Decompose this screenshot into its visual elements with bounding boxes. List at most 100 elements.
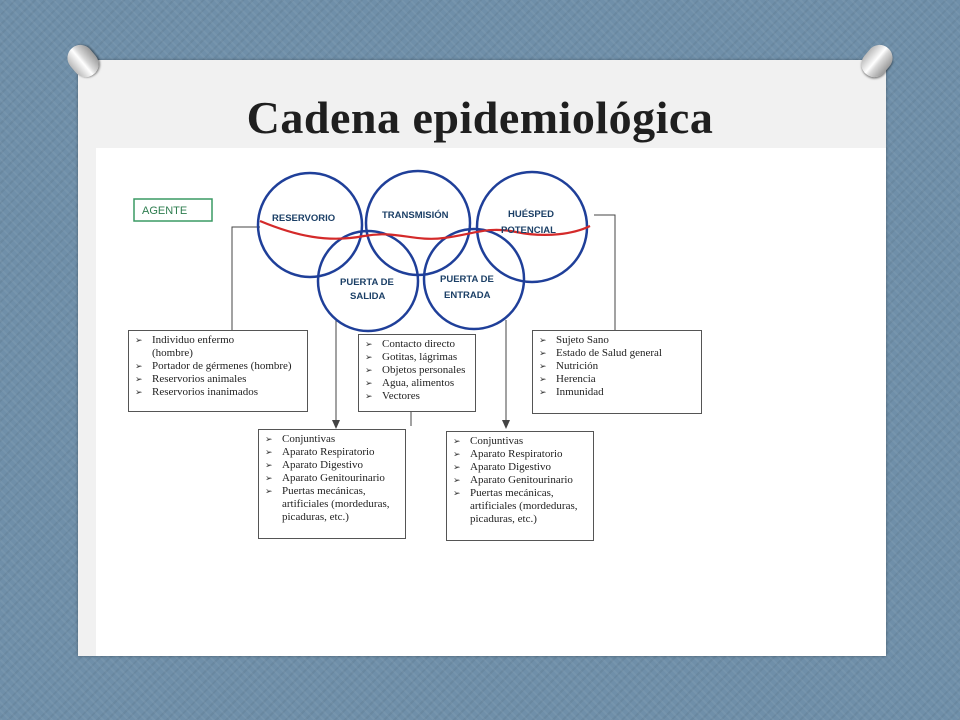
label-huesped-2: POTENCIAL [501,225,556,236]
bullet-arrow-icon: ➢ [265,434,273,444]
list-item: ➢ Nutrición [539,360,695,373]
connector-reservorio [231,226,260,330]
epidemiological-chain-diagram: AGENTE RESERVORIO TRANSMISIÓN HUÉSPED PO… [96,148,886,656]
bullet-arrow-icon: ➢ [453,488,461,498]
entry-list-box: ➢Conjuntivas➢Aparato Respiratorio➢Aparat… [446,431,594,541]
list-item-text: Contacto directo [382,338,456,350]
list-item-text: (hombre) [152,347,193,359]
bullet-arrow-icon: ➢ [453,449,461,459]
list-item: ➢ Aparato Genitourinario [453,474,587,487]
list-item: ➢Gotitas, lágrimas [365,351,469,364]
list-item: ➢ Estado de Salud general [539,347,695,360]
chain-line [259,219,591,240]
label-entrada-2: ENTRADA [444,290,491,301]
bullet-arrow-icon: ➢ [365,339,373,349]
list-item-text: Agua, alimentos [382,377,455,389]
list-item-text: Conjuntivas [470,435,524,447]
list-item: picaduras, etc.) [453,513,587,526]
list-item-text: Reservorios animales [152,373,247,385]
reservoir-list: ➢ Individuo enfermo(hombre) ➢ Portador de g… [135,334,301,399]
list-item: picaduras, etc.) [265,511,399,524]
bullet-arrow-icon: ➢ [539,374,547,384]
bullet-arrow-icon: ➢ [265,460,273,470]
list-item: ➢ Conjuntivas [265,433,399,446]
label-salida-2: SALIDA [350,291,386,302]
list-item-text: Nutrición [556,360,599,372]
list-item: ➢ Reservorios animales [135,373,301,386]
list-item: ➢Sujeto Sano [539,334,695,347]
list-item: artificiales (mordeduras, [453,500,587,513]
list-item: ➢ Aparato Respiratorio [453,448,587,461]
list-item-text: Inmunidad [556,386,604,398]
list-item: artificiales (mordeduras, [265,498,399,511]
list-item-text: Conjuntivas [282,433,336,445]
list-item-text: Aparato Genitourinario [470,474,573,486]
bullet-arrow-icon: ➢ [539,361,547,371]
bullet-arrow-icon: ➢ [539,335,547,345]
list-item-text: Aparato Digestivo [282,459,363,471]
circle-puerta-entrada [422,227,526,331]
bullet-arrow-icon: ➢ [365,391,373,401]
list-item-text: Puertas mecánicas, [470,487,554,499]
bullet-arrow-icon: ➢ [365,365,373,375]
transmission-list-box: ➢Contacto directo➢Gotitas, lágrimas➢Obje… [358,334,476,412]
list-item: ➢ Puertas mecánicas, [265,485,399,498]
bullet-arrow-icon: ➢ [135,387,143,397]
list-item-text: Aparato Genitourinario [282,472,385,484]
connector-lines [231,214,616,426]
exit-list-box: ➢Conjuntivas➢Aparato Respiratorio➢Aparat… [258,429,406,539]
list-item: ➢Conjuntivas [453,435,587,448]
list-item: ➢ Aparato Digestivo [265,459,399,472]
arrowhead-salida [332,420,340,429]
label-transmision: TRANSMISIÓN [382,209,449,221]
label-salida-1: PUERTA DE [340,277,394,288]
agent-label: AGENTE [142,205,187,217]
list-item: ➢ Aparato Genitourinario [265,472,399,485]
entry-list: ➢Conjuntivas➢Aparato Respiratorio➢Aparat… [453,435,587,526]
label-huesped-1: HUÉSPED [508,209,554,220]
list-item-text: artificiales (mordeduras, [282,498,390,510]
list-item-text: picaduras, etc.) [282,511,349,523]
list-item: ➢Aparato Respiratorio [265,446,399,459]
list-item: ➢ Aparato Digestivo [453,461,587,474]
bullet-arrow-icon: ➢ [135,374,143,384]
list-item-text: Objetos personales [382,364,466,376]
chain-circles [256,169,589,333]
bullet-arrow-icon: ➢ [135,335,143,345]
list-item: ➢ Agua, alimentos [365,377,469,390]
list-item-text: Vectores [382,390,420,402]
list-item: ➢ Objetos personales [365,364,469,377]
list-item-text: Aparato Respiratorio [470,448,563,460]
diagram-canvas: AGENTE RESERVORIO TRANSMISIÓN HUÉSPED PO… [133,169,616,429]
bullet-arrow-icon: ➢ [365,378,373,388]
arrowhead-entrada [502,420,510,429]
list-item-text: Puertas mecánicas, [282,485,366,497]
list-item: ➢ Vectores [365,390,469,403]
list-item-text: Estado de Salud general [556,347,662,359]
circle-puerta-salida [316,229,420,333]
bullet-arrow-icon: ➢ [265,473,273,483]
bullet-arrow-icon: ➢ [539,387,547,397]
transmission-list: ➢Contacto directo➢Gotitas, lágrimas➢Obje… [365,338,469,403]
list-item: ➢Reservorios inanimados [135,386,301,399]
list-item: ➢ Puertas mecánicas, [453,487,587,500]
list-item: ➢ Portador de gérmenes (hombre) [135,360,301,373]
list-item: ➢ Individuo enfermo [135,334,301,347]
list-item: (hombre) [135,347,301,360]
host-list-box: ➢Sujeto Sano➢Estado de Salud general➢Nut… [532,330,702,414]
list-item-text: Herencia [556,373,596,385]
list-item-text: Gotitas, lágrimas [382,351,458,363]
bullet-arrow-icon: ➢ [453,462,461,472]
bullet-arrow-icon: ➢ [265,486,273,496]
arrow-heads [332,420,510,429]
bullet-arrow-icon: ➢ [453,475,461,485]
bullet-arrow-icon: ➢ [135,361,143,371]
bullet-arrow-icon: ➢ [539,348,547,358]
list-item-text: Portador de gérmenes (hombre) [152,360,292,372]
list-item: ➢ Herencia [539,373,695,386]
label-reservorio: RESERVORIO [272,213,335,224]
list-item-text: Aparato Digestivo [470,461,551,473]
reservoir-list-box: ➢ Individuo enfermo(hombre) ➢ Portador de g… [128,330,308,412]
list-item-text: picaduras, etc.) [470,513,537,525]
list-item-text: Individuo enfermo [152,334,235,346]
